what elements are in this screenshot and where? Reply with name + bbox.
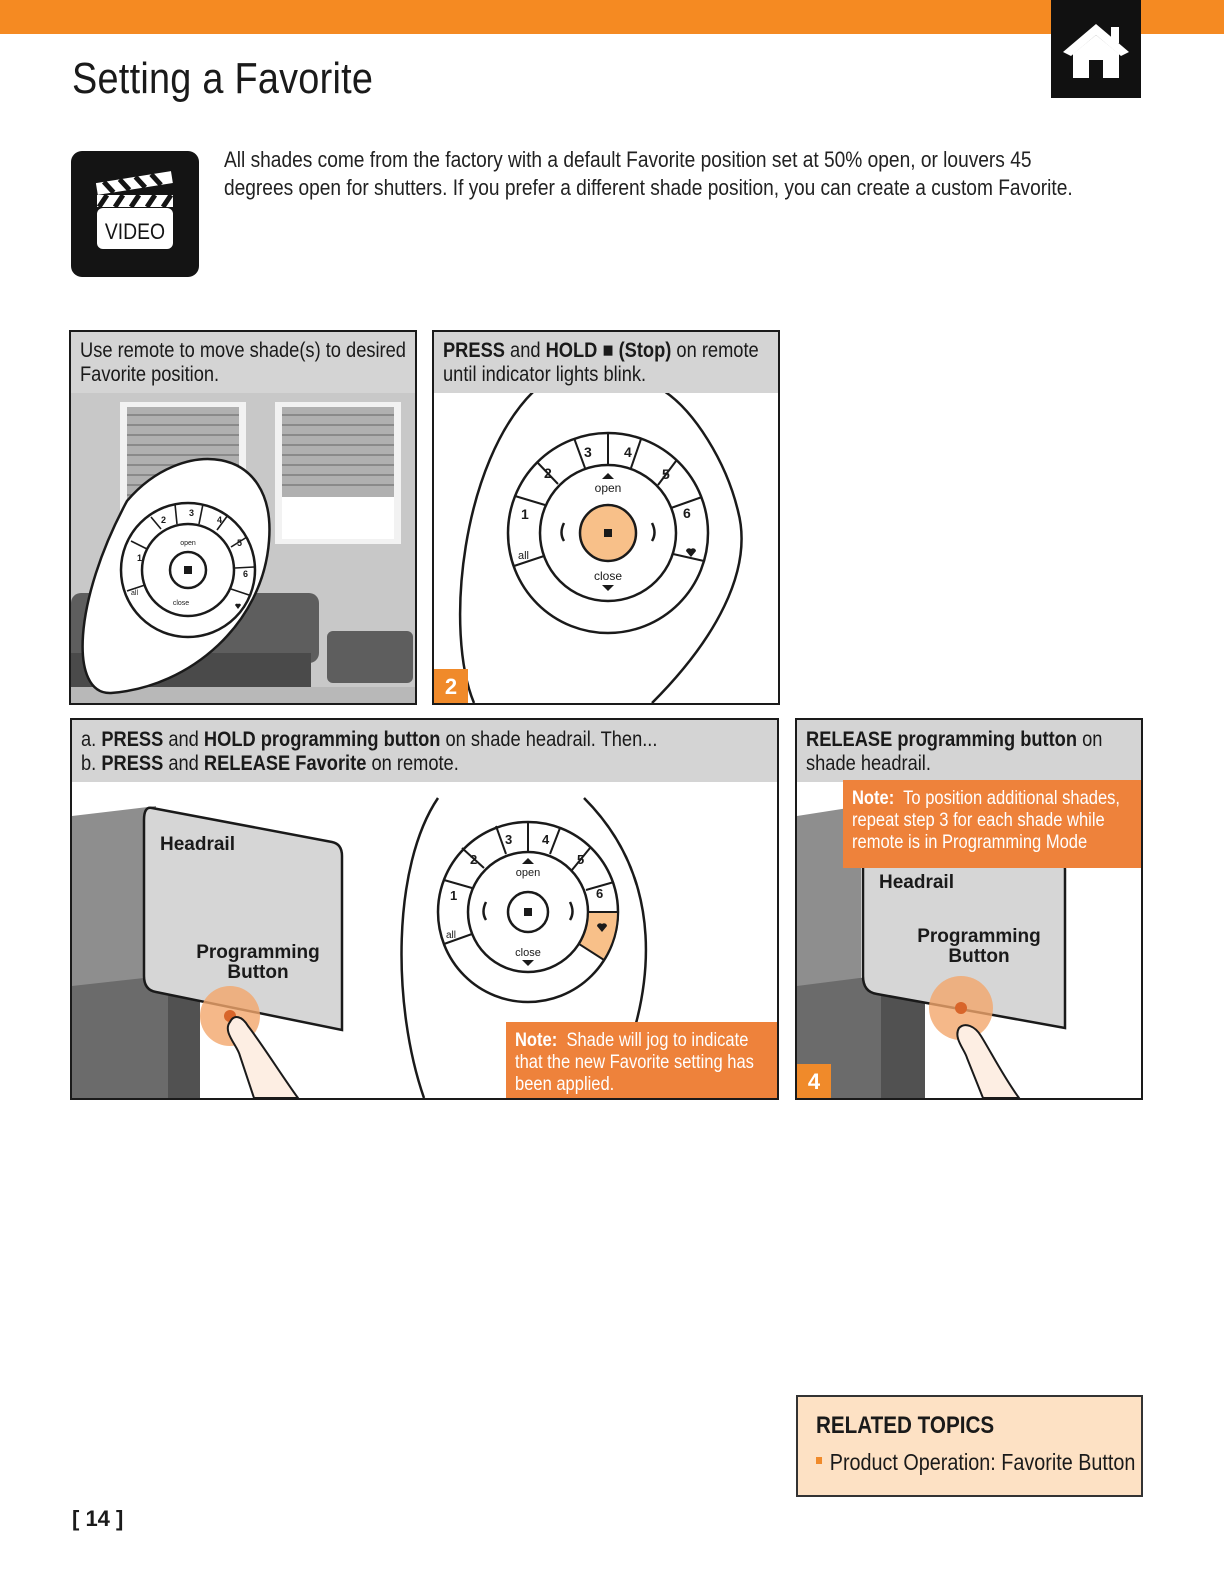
related-topic-link[interactable]: Product Operation: Favorite Button	[816, 1449, 1135, 1476]
svg-text:open: open	[180, 540, 196, 547]
svg-text:4: 4	[542, 832, 550, 847]
page-title: Setting a Favorite	[72, 54, 374, 103]
svg-text:4: 4	[217, 515, 222, 525]
living-room-illustration: 1 2 3 4 5 6 all open close	[71, 391, 415, 703]
svg-text:close: close	[515, 947, 541, 959]
svg-text:6: 6	[596, 886, 603, 901]
step-1-caption: Use remote to move shade(s) to desired F…	[71, 332, 415, 393]
programming-label: Programming	[917, 926, 1041, 947]
step-2-number: 2	[434, 669, 468, 703]
step-3-caption: a. PRESS and HOLD programming button on …	[72, 720, 777, 782]
button-label: Button	[948, 946, 1009, 967]
step-2-panel: 1 2 3 4 5 6 all open close PRESS and HOL…	[432, 330, 780, 705]
related-topics-title: RELATED TOPICS	[816, 1412, 995, 1439]
svg-text:3: 3	[584, 444, 592, 460]
step-3-line-b: b. PRESS and RELEASE Favorite on remote.	[81, 752, 459, 775]
clapperboard-icon: VIDEO	[95, 171, 174, 249]
remote-control: 1 2 3 4 5 6 all open close	[81, 457, 271, 695]
programming-label: Programming	[196, 942, 320, 963]
intro-paragraph: All shades come from the factory with a …	[224, 147, 1073, 200]
svg-text:5: 5	[577, 852, 584, 867]
svg-text:close: close	[594, 569, 622, 583]
svg-text:2: 2	[470, 852, 477, 867]
home-button[interactable]	[1051, 0, 1141, 98]
svg-text:1: 1	[521, 506, 529, 522]
bullet-icon	[816, 1457, 823, 1465]
step-2-caption: PRESS and HOLD ■ (Stop) on remote until …	[434, 332, 778, 393]
release-headrail-illustration: Headrail Programming Button	[797, 806, 1067, 1098]
svg-text:6: 6	[683, 505, 691, 521]
headrail-label: Headrail	[879, 872, 954, 893]
svg-text:close: close	[173, 600, 189, 607]
step-4-panel: Headrail Programming Button RELEASE prog…	[795, 718, 1143, 1100]
video-button[interactable]: VIDEO	[71, 151, 199, 277]
svg-text:3: 3	[505, 832, 512, 847]
svg-text:3: 3	[189, 508, 194, 518]
svg-text:1: 1	[137, 553, 142, 563]
related-topics-box: RELATED TOPICS Product Operation: Favori…	[796, 1395, 1143, 1497]
step-3-panel: Headrail Programming Button 1 2 3 4 5 6 …	[70, 718, 779, 1100]
svg-text:open: open	[595, 481, 622, 495]
svg-text:2: 2	[161, 515, 166, 525]
headrail-remote-illustration: Headrail Programming Button 1 2 3 4 5 6 …	[72, 797, 648, 1098]
svg-text:2: 2	[544, 465, 552, 481]
svg-text:5: 5	[662, 466, 670, 482]
svg-text:open: open	[516, 867, 540, 879]
stop-symbol: ■	[602, 339, 614, 362]
step-4-number: 4	[797, 1064, 831, 1098]
headrail-label: Headrail	[160, 834, 235, 855]
svg-text:6: 6	[243, 569, 248, 579]
svg-text:all: all	[518, 550, 529, 562]
step-1-panel: 1 2 3 4 5 6 all open close Use remote to…	[69, 330, 417, 705]
step-3-note: Note: Shade will jog to indicate that th…	[506, 1022, 777, 1098]
home-icon	[1063, 24, 1129, 78]
button-label: Button	[227, 962, 288, 983]
top-accent-bar	[0, 0, 1224, 34]
page-number: [ 14 ]	[72, 1506, 124, 1531]
svg-text:5: 5	[237, 538, 242, 548]
remote-illustration: 1 2 3 4 5 6 all open close	[458, 391, 743, 703]
video-label: VIDEO	[105, 220, 165, 244]
step-3-line-a: a. PRESS and HOLD programming button on …	[81, 728, 658, 751]
svg-text:1: 1	[450, 888, 457, 903]
step-4-caption: RELEASE programming button on shade head…	[797, 720, 1141, 782]
svg-text:all: all	[131, 590, 138, 597]
step-4-note: Note: To position additional shades, rep…	[843, 780, 1141, 868]
svg-text:4: 4	[624, 444, 632, 460]
svg-text:all: all	[446, 930, 456, 941]
